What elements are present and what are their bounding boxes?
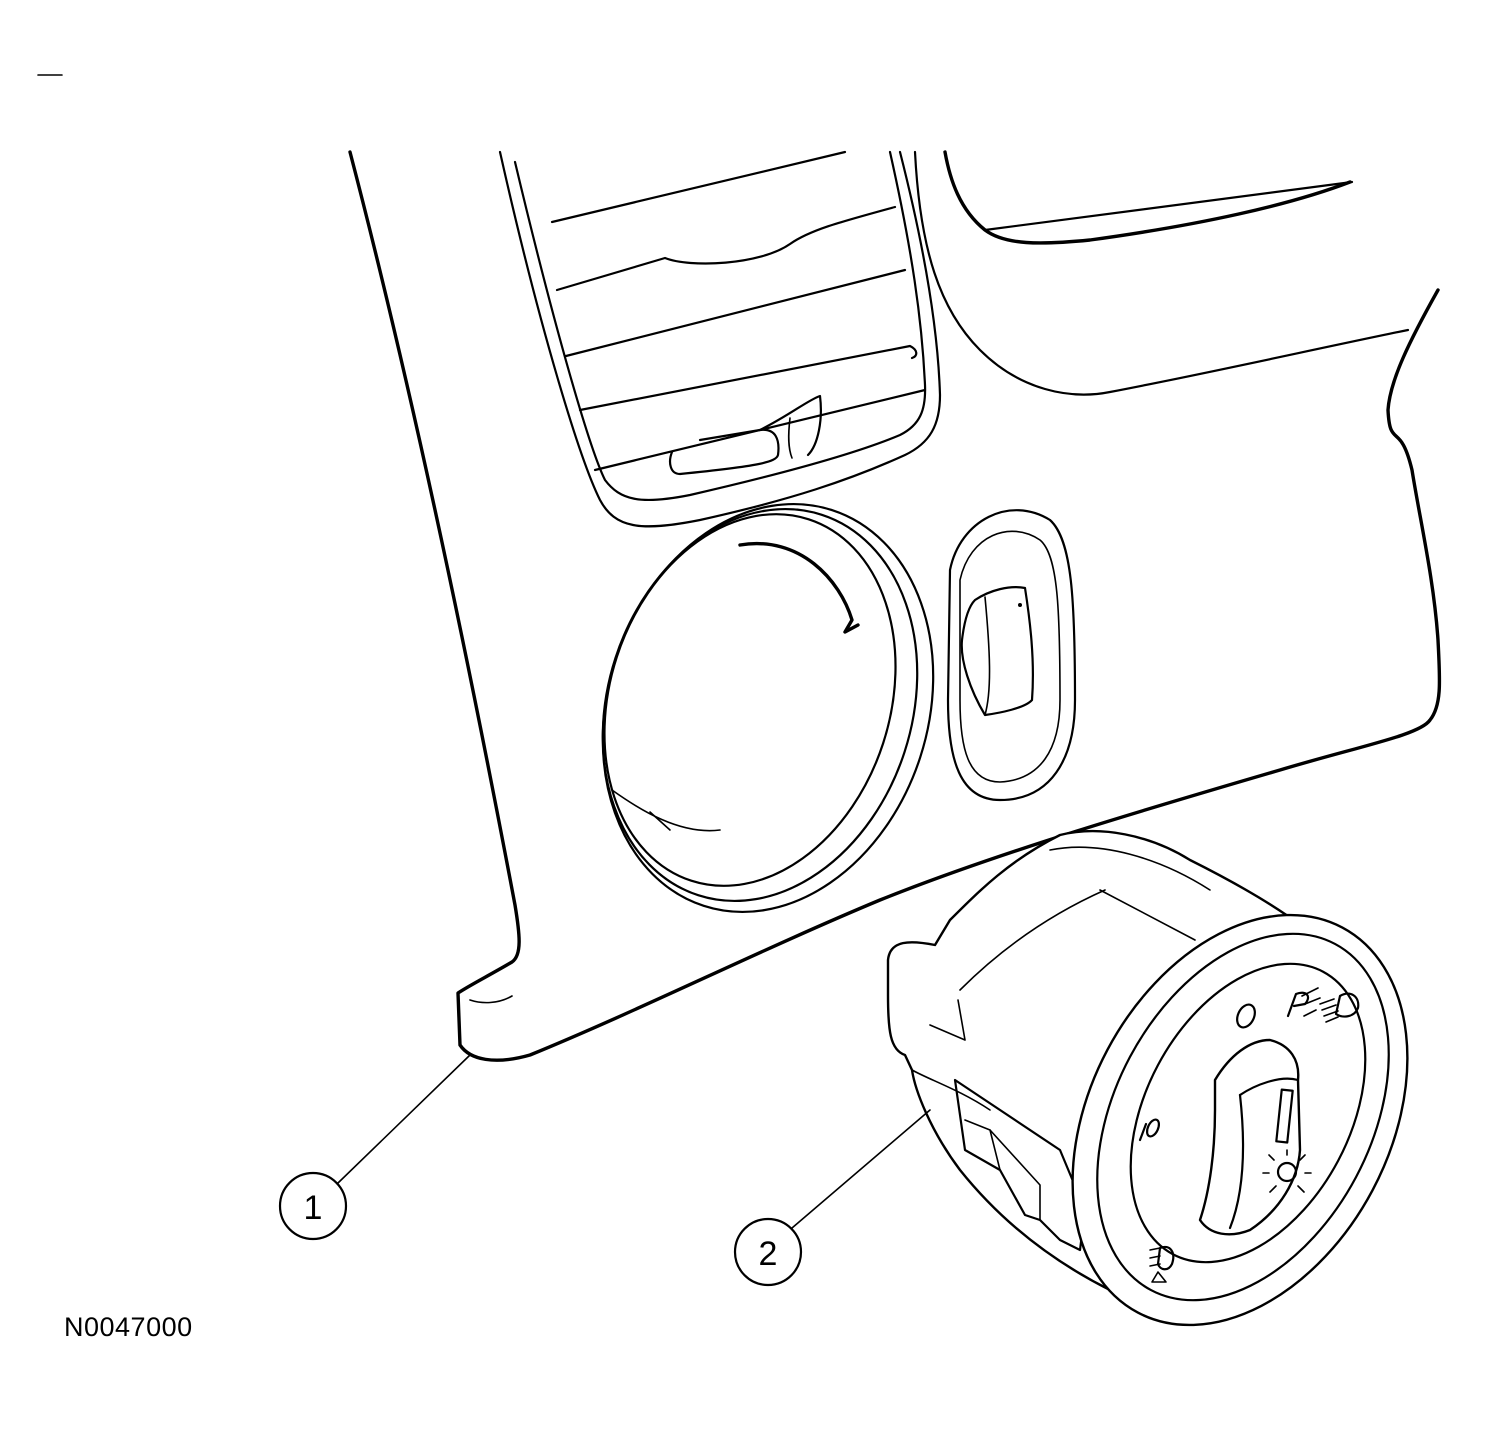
headlamp-switch <box>886 829 1409 1327</box>
instrument-panel-trim <box>348 150 1442 1062</box>
figure-id: N0047000 <box>64 1312 193 1342</box>
auto-lamp-symbol <box>1138 1118 1161 1142</box>
fog-lamp-symbol <box>1149 1245 1175 1283</box>
off-position-symbol <box>1236 1003 1256 1029</box>
callout-1: 1 <box>278 1054 471 1241</box>
callout-2-label: 2 <box>759 1235 778 1273</box>
panel-dimmer-symbol <box>1262 1149 1312 1193</box>
callout-2: 2 <box>733 1109 931 1287</box>
callout-1-label: 1 <box>304 1189 323 1227</box>
headlamp-symbol <box>1319 992 1360 1023</box>
parking-lamp-symbol <box>1286 987 1321 1018</box>
